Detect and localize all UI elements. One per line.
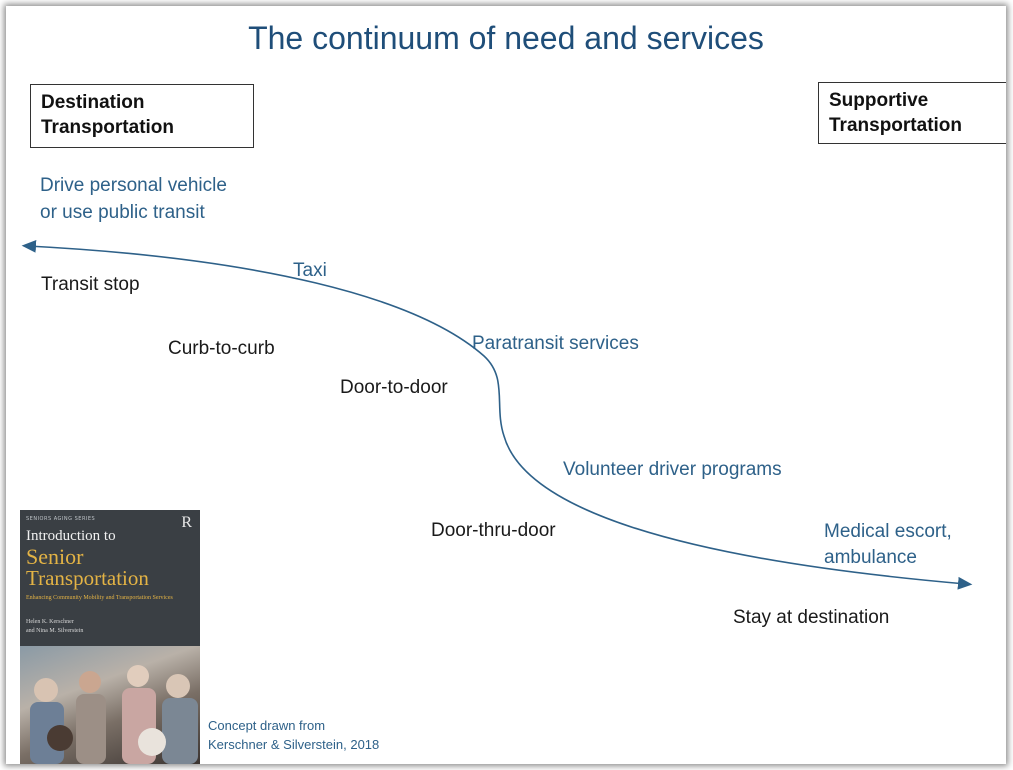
door-to-door-label: Door-to-door (340, 377, 448, 398)
transit-stop-label: Transit stop (41, 274, 140, 295)
book-title-2: Transportation (26, 566, 149, 590)
book-cover-image: SENIORS AGING SERIES R Introduction to S… (20, 510, 200, 764)
destination-box-line1: Destination (41, 92, 145, 113)
cover-people-illustration (30, 665, 198, 764)
stay-at-destination-label: Stay at destination (733, 607, 890, 628)
slide-title: The continuum of need and services (248, 20, 764, 56)
book-subtitle: Enhancing Community Mobility and Transpo… (26, 595, 173, 601)
continuum-curve (21, 240, 973, 590)
credit-line1: Concept drawn from (208, 718, 326, 733)
volunteer-label: Volunteer driver programs (563, 459, 782, 480)
book-cover-photo (20, 646, 200, 764)
book-title-1: Senior (26, 544, 84, 569)
destination-transportation-box: Destination Transportation (30, 84, 254, 148)
drive-label-line1: Drive personal vehicle (40, 175, 227, 196)
door-thru-door-label: Door-thru-door (431, 520, 556, 541)
book-publisher-logo: R (181, 514, 192, 531)
taxi-label: Taxi (293, 260, 327, 281)
credit-note: Concept drawn from Kerschner & Silverste… (208, 716, 379, 754)
book-author-1: Helen K. Kerschner (26, 619, 74, 625)
supportive-transportation-box: Supportive Transportation (818, 82, 1006, 144)
curb-to-curb-label: Curb-to-curb (168, 338, 275, 359)
continuum-arrow-path (21, 240, 973, 590)
supportive-box-line1: Supportive (829, 90, 929, 111)
destination-box-line2: Transportation (41, 117, 175, 138)
medical-label-line2: ambulance (824, 547, 917, 568)
book-title-pre: Introduction to (26, 528, 116, 544)
book-author-2: and Nina M. Silverstein (26, 628, 84, 634)
medical-label-line1: Medical escort, (824, 521, 952, 542)
credit-line2: Kerschner & Silverstein, 2018 (208, 737, 380, 752)
book-series: SENIORS AGING SERIES (26, 516, 96, 522)
supportive-box-line2: Transportation (829, 115, 963, 136)
paratransit-label: Paratransit services (472, 333, 639, 354)
slide: The continuum of need and services Desti… (6, 6, 1006, 764)
book-authors: Helen K. Kerschner and Nina M. Silverste… (26, 618, 186, 636)
drive-label-line2: or use public transit (40, 202, 205, 223)
